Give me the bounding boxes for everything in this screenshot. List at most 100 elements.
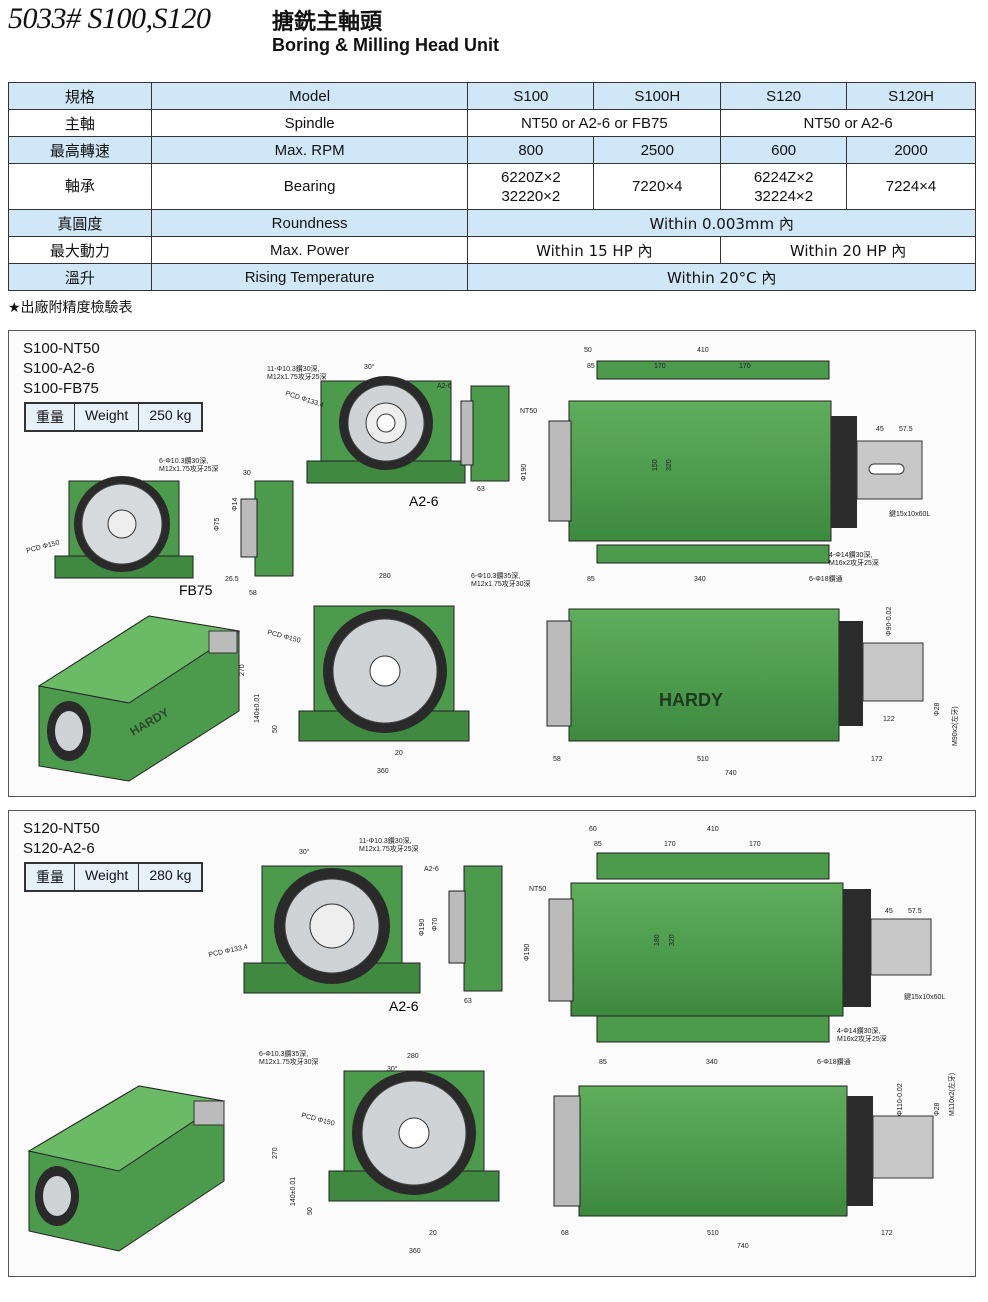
dim-text: 122: [883, 716, 895, 723]
dim-text: Φ75: [214, 518, 221, 531]
cell-s100h: 2500: [593, 136, 722, 164]
a26-side-view: [460, 385, 510, 482]
dim-text: M12x1.75攻牙25深: [359, 844, 419, 853]
cell-label-en: Max. Power: [150, 236, 469, 264]
row-power: 最大動力 Max. Power Within 15 HP 內 Within 20…: [8, 236, 976, 264]
bottom-long-view: [546, 608, 924, 742]
label-a26: A2-6: [389, 998, 419, 1014]
dim-text: Φ28: [934, 703, 941, 716]
dim-text: 172: [881, 1230, 893, 1237]
dim-text: 280: [407, 1053, 419, 1060]
label-fb75: FB75: [179, 582, 213, 598]
dim-text: 320: [666, 459, 673, 471]
dim-text: Φ190: [521, 464, 528, 481]
s100-drawings: A2-6 63 FB75: [26, 347, 959, 782]
title-zh: 搪銑主軸頭: [272, 10, 383, 35]
dim-text: 30: [243, 470, 251, 477]
dim-text: 180: [654, 934, 661, 946]
cell-label-zh: 最大動力: [8, 236, 152, 264]
bottom-front-view: [328, 1070, 500, 1202]
row-model: 規格 Model S100 S100H S120 S120H: [8, 82, 976, 110]
s120-weight-box: 重量 Weight 280 kg: [24, 862, 204, 892]
dim-text: 鍵15x10x60L: [904, 992, 945, 1001]
dim-text: 60: [589, 826, 597, 833]
fb75-side-view: [240, 480, 294, 577]
dim-text: 85: [594, 841, 602, 848]
cell-s100-spindle: NT50 or A2-6 or FB75: [467, 109, 722, 137]
dim-text: 270: [239, 664, 246, 676]
row-roundness: 真圓度 Roundness Within 0.003mm 內: [8, 209, 976, 237]
cell-s120: S120: [720, 82, 848, 110]
dim-text: 30°: [387, 1065, 398, 1073]
dim-text: 45: [885, 908, 893, 915]
dim-text: Φ28: [934, 1103, 941, 1116]
cell-label-zh: 最高轉速: [8, 136, 152, 164]
dim-text: 68: [561, 1230, 569, 1237]
bearing-line-2: 32220×2: [501, 187, 561, 205]
variant-item: S100-A2-6: [23, 360, 95, 377]
cell-roundness: Within 0.003mm 內: [467, 209, 976, 237]
cell-label-en: Bearing: [150, 163, 469, 210]
weight-label-en: Weight: [75, 404, 140, 430]
isometric-view: [37, 615, 241, 782]
cell-label-zh: 軸承: [8, 163, 152, 210]
cell-temperature: Within 20°C 內: [467, 263, 976, 291]
dim-text: 170: [739, 363, 751, 370]
cell-label-zh: 規格: [8, 82, 152, 110]
weight-label-en: Weight: [75, 864, 140, 890]
dim-text: M12x1.75攻牙30深: [471, 579, 531, 588]
variant-item: S100-FB75: [23, 380, 99, 397]
cell-s120-spindle: NT50 or A2-6: [720, 109, 976, 137]
spec-table: 規格 Model S100 S100H S120 S120H 主軸 Spindl…: [8, 82, 976, 291]
dim-text: 6-Φ18鑽通: [809, 574, 843, 583]
dim-text: 45: [876, 426, 884, 433]
dim-text: 150: [652, 459, 659, 471]
dim-text: 50: [272, 725, 279, 733]
dim-text: 30°: [299, 848, 310, 856]
dim-text: Φ190: [524, 944, 531, 961]
cell-label-zh: 溫升: [8, 263, 152, 291]
row-spindle: 主軸 Spindle NT50 or A2-6 or FB75 NT50 or …: [8, 109, 976, 137]
cell-label-en: Model: [150, 82, 469, 110]
cell-s120h: 7224×4: [846, 163, 976, 210]
isometric-view: [27, 1085, 226, 1252]
dim-text: 340: [706, 1059, 718, 1066]
dim-text: A2-6: [424, 866, 439, 873]
s100-weight-box: 重量 Weight 250 kg: [24, 402, 204, 432]
dim-text: 30°: [364, 363, 375, 371]
dim-text: Φ14: [232, 498, 239, 511]
a26-front-view: [243, 865, 421, 994]
dim-text: 11-Φ10.3鑽30深,: [267, 364, 320, 373]
bearing-line-1: 6220Z×2: [501, 168, 561, 186]
top-long-view: [548, 360, 923, 564]
cell-s100: 800: [467, 136, 595, 164]
cell-s120h: S120H: [846, 82, 976, 110]
variant-item: S100-NT50: [23, 340, 100, 357]
s120-drawings: A2-6 11-Φ10: [27, 826, 956, 1255]
dim-text: M90x2(左牙): [950, 706, 959, 746]
s120-drawing-panel: S120-NT50 S120-A2-6 重量 Weight 280 kg A2-…: [8, 810, 976, 1277]
weight-value: 250 kg: [149, 407, 192, 423]
top-long-view: [548, 852, 932, 1043]
dim-text: 740: [737, 1243, 749, 1250]
weight-value: 280 kg: [149, 867, 192, 883]
bottom-front-view: [298, 605, 470, 742]
cell-label-zh: 真圓度: [8, 209, 152, 237]
row-rpm: 最高轉速 Max. RPM 800 2500 600 2000: [8, 136, 976, 164]
cell-label-en: Roundness: [150, 209, 469, 237]
dim-text: 170: [654, 363, 666, 370]
cell-label-en: Spindle: [150, 109, 469, 137]
dim-text: 20: [429, 1230, 437, 1237]
model-code: 5033# S100,S120: [8, 2, 211, 35]
dim-text: 11-Φ10.3鑽30深,: [359, 836, 412, 845]
dim-text: 172: [871, 756, 883, 763]
dim-text: 340: [694, 576, 706, 583]
dim-text: PCD Φ150: [300, 1112, 335, 1128]
weight-label-zh: 重量: [26, 864, 75, 890]
dim-text: A2-6: [437, 383, 452, 390]
cell-label-en: Max. RPM: [150, 136, 469, 164]
dim-text: PCD Φ150: [26, 539, 61, 555]
dim-text: NT50: [520, 408, 537, 415]
cell-s120: 600: [720, 136, 848, 164]
